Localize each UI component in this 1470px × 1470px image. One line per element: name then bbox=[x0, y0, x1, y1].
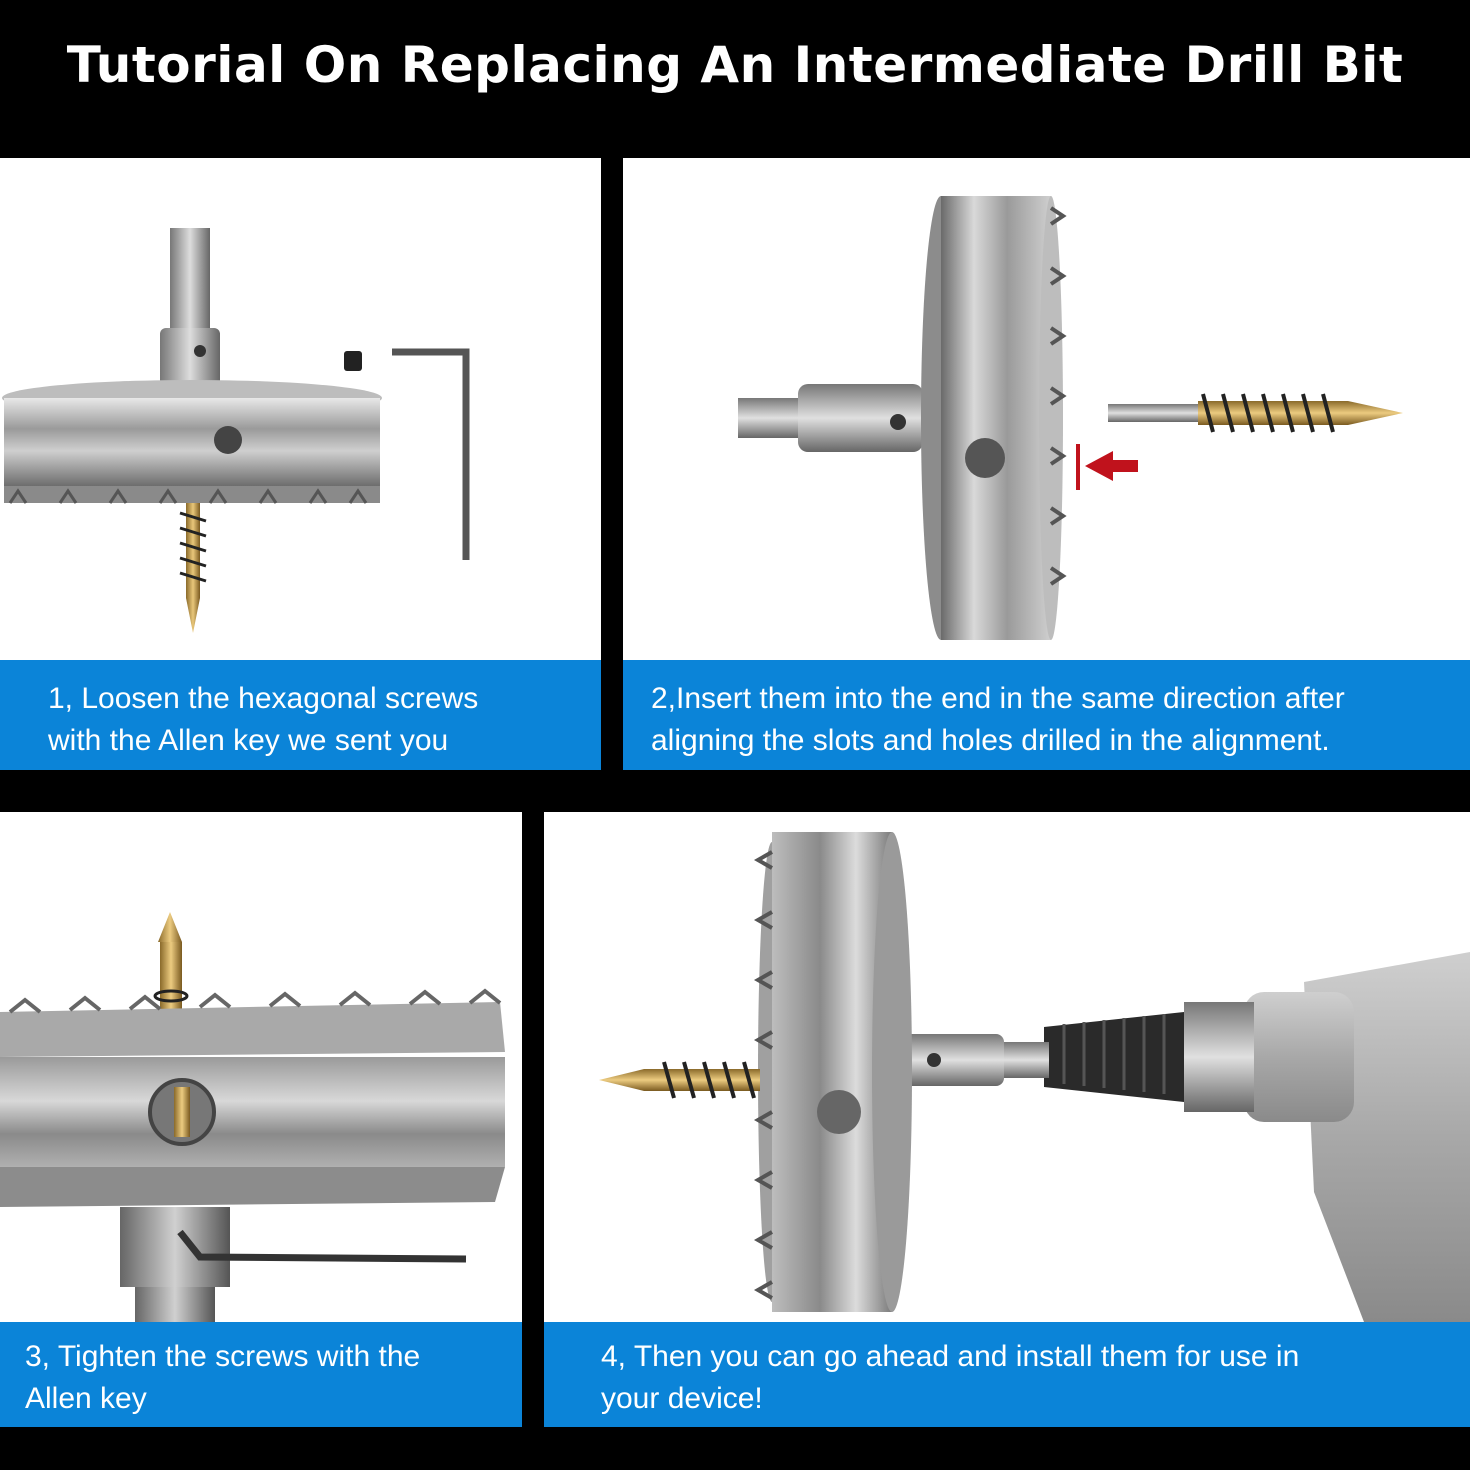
step-2-text-line-1: 2,Insert them into the end in the same d… bbox=[651, 682, 1345, 715]
step-3-panel: 3, Tighten the screws with the Allen key bbox=[0, 812, 522, 1427]
step-3-text-line-2: Allen key bbox=[25, 1382, 147, 1415]
step-1-caption: 1, Loosen the hexagonal screws with the … bbox=[0, 660, 601, 770]
step-2-caption: 2,Insert them into the end in the same d… bbox=[623, 660, 1470, 770]
step-4-text-line-2: your device! bbox=[601, 1382, 763, 1415]
page-title: Tutorial On Replacing An Intermediate Dr… bbox=[66, 36, 1404, 94]
step-1-text-line-2: with the Allen key we sent you bbox=[48, 724, 449, 757]
insert-drill-bit-illustration bbox=[738, 196, 1403, 640]
step-4-caption: 4, Then you can go ahead and install the… bbox=[544, 1322, 1470, 1427]
step-2-text-line-2: aligning the slots and holes drilled in … bbox=[651, 724, 1330, 757]
step-1-text-line-1: 1, Loosen the hexagonal screws bbox=[48, 682, 479, 715]
step-1-panel: 1, Loosen the hexagonal screws with the … bbox=[0, 158, 601, 770]
install-on-drill-illustration bbox=[599, 832, 1470, 1322]
step-4-text-line-1: 4, Then you can go ahead and install the… bbox=[601, 1340, 1300, 1373]
step-4-panel: 4, Then you can go ahead and install the… bbox=[544, 812, 1470, 1427]
step-3-caption: 3, Tighten the screws with the Allen key bbox=[0, 1322, 522, 1427]
step-2-panel: 2,Insert them into the end in the same d… bbox=[623, 158, 1470, 770]
hole-saw-with-allen-key-illustration bbox=[2, 228, 470, 633]
step-3-text-line-1: 3, Tighten the screws with the bbox=[25, 1340, 421, 1373]
tighten-screws-illustration bbox=[0, 912, 505, 1322]
